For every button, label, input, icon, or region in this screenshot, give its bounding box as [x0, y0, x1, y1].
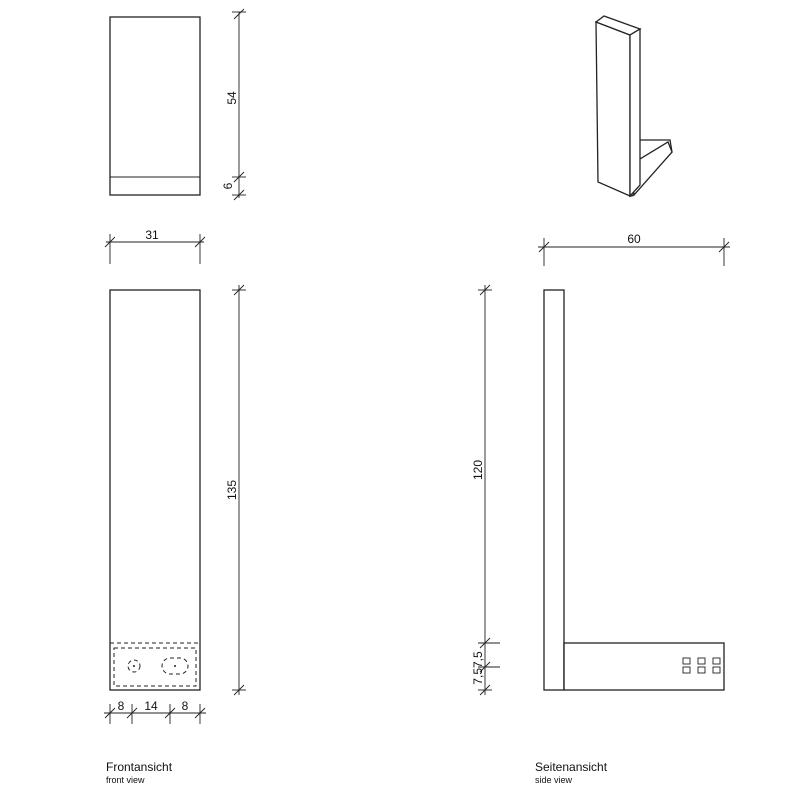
depth-dimension: 60: [538, 232, 730, 266]
screw-slot-right: [161, 657, 189, 675]
front-view-caption-de: Frontansicht: [106, 760, 173, 774]
width-dimension: 31: [104, 228, 206, 264]
side-view-caption-en: side view: [535, 775, 573, 785]
side-view-caption-de: Seitenansicht: [535, 760, 608, 774]
front-view-body: [109, 289, 201, 691]
dim-width: 31: [145, 228, 159, 242]
dim-front-height: 135: [225, 480, 239, 500]
dim-side-height: 120: [471, 460, 485, 480]
screw-marks: [682, 657, 721, 674]
isometric-view: [594, 15, 673, 198]
dim-depth: 60: [627, 232, 641, 246]
front-view-caption: Frontansicht front view: [106, 760, 172, 785]
dim-top-height: 54: [225, 91, 239, 105]
top-view: 54 6: [109, 8, 246, 201]
front-view: 135 8 14 8: [104, 284, 246, 724]
screw-hole-left: [127, 659, 141, 673]
dim-hole-left: 8: [118, 699, 125, 713]
side-view-panel: [543, 289, 565, 691]
dim-hole-right: 8: [182, 699, 189, 713]
side-view-base: [563, 642, 725, 691]
mounting-plate-outline: [113, 647, 197, 687]
dim-top-base: 6: [221, 182, 235, 189]
side-view: 120 7,57,5: [471, 284, 725, 696]
dim-bottom-offsets: 7,57,5: [471, 651, 485, 685]
top-view-body: [109, 16, 201, 196]
dim-hole-spacing: 14: [144, 699, 158, 713]
side-view-caption: Seitenansicht side view: [535, 760, 607, 785]
front-view-caption-en: front view: [106, 775, 145, 785]
